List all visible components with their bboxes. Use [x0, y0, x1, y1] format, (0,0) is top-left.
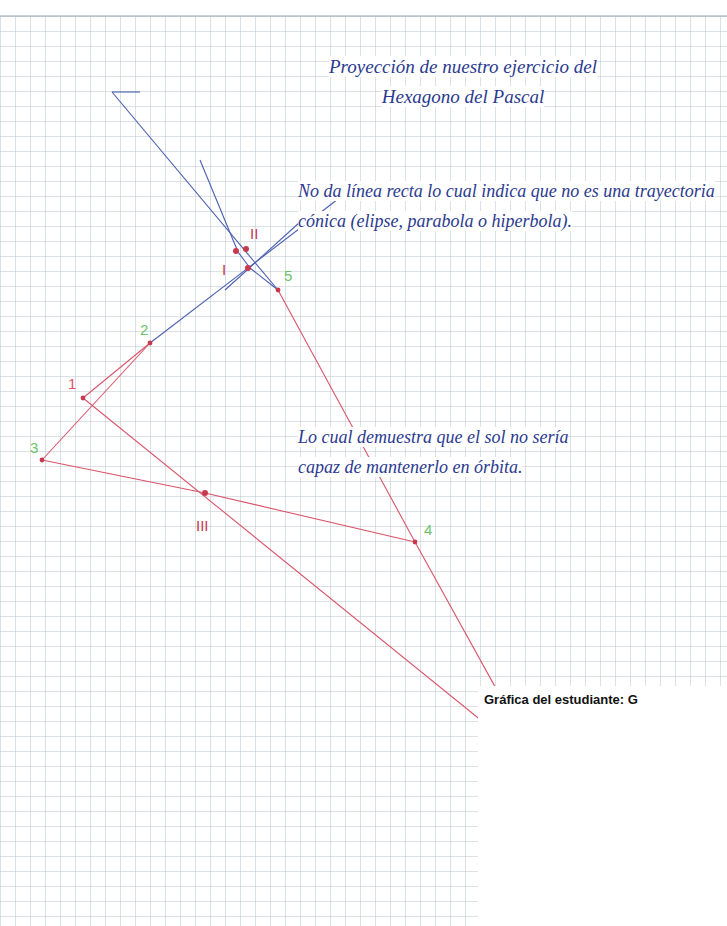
caption-patch: [478, 686, 727, 926]
intersection-label: III: [196, 518, 209, 534]
text-run: 2: [140, 321, 148, 338]
handwritten-note: Lo cual demuestra que el sol no sería ca…: [298, 422, 598, 482]
text-run: 5: [284, 267, 292, 284]
text-run: I: [222, 261, 226, 278]
points: [40, 246, 543, 770]
text-run: 4: [424, 521, 432, 538]
point-number: 2: [140, 322, 148, 338]
grid-paper: [0, 16, 727, 926]
hexagon-lines: [42, 290, 540, 768]
text-run: 3: [30, 439, 38, 456]
intersection-label: I: [222, 262, 226, 278]
point-number: 4: [424, 522, 432, 538]
point-number: 1: [68, 376, 76, 392]
text-run: Gráfica del estudiante: G: [484, 692, 638, 707]
text-run: No da línea recta lo cual indica que no …: [298, 181, 715, 231]
text-run: II: [250, 225, 258, 242]
point-number: 5: [284, 268, 292, 284]
handwritten-title: Proyección de nuestro ejercicio del Hexa…: [298, 52, 628, 112]
text-run: III: [196, 517, 209, 534]
text-run: Proyección de nuestro ejercicio del Hexa…: [329, 56, 597, 107]
text-run: Lo cual demuestra que el sol no sería ca…: [298, 427, 568, 477]
caption: Gráfica del estudiante: G: [484, 692, 638, 707]
text-run: 1: [68, 375, 76, 392]
intersection-label: II: [250, 226, 258, 242]
point-number: 3: [30, 440, 38, 456]
handwritten-note: No da línea recta lo cual indica que no …: [298, 176, 718, 236]
